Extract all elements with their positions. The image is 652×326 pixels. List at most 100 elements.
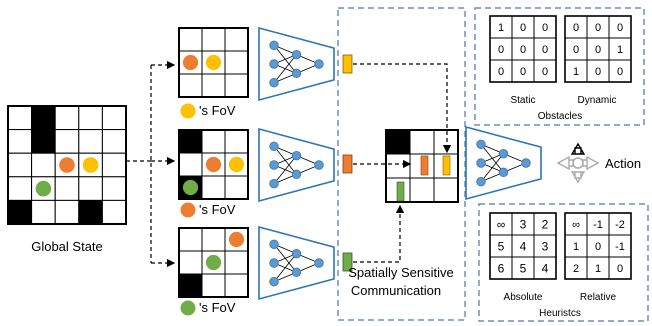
matrix-value: -2 [615, 219, 625, 231]
wall-cell [31, 129, 56, 154]
grid-cell [433, 177, 459, 203]
grid-cell [7, 152, 33, 178]
grid-cell [224, 250, 249, 275]
obstacles-dynamic-label: Dynamic [578, 95, 617, 106]
obstacles-static-label: Static [510, 95, 535, 106]
heuristics-panel [478, 203, 649, 322]
matrix-value: 1 [573, 241, 579, 253]
fov-grid-green-agent [178, 227, 249, 298]
placed-feature-orange [420, 155, 429, 176]
arrow-left-icon [556, 155, 574, 171]
matrix-value: -1 [593, 219, 603, 231]
grid-cell [201, 273, 226, 298]
encoder-network-2 [258, 127, 335, 203]
matrix-value: 3 [542, 239, 549, 253]
network-node [314, 160, 324, 170]
global-state-grid [7, 105, 127, 225]
grid-cell [201, 129, 226, 154]
matrix-value: 0 [595, 44, 601, 56]
heuristics-absolute-label: Absolute [504, 292, 543, 303]
grid-cell [7, 105, 33, 131]
network-edge [480, 153, 504, 182]
matrix-value: 0 [595, 66, 601, 78]
grid-cell [78, 129, 103, 154]
grid-cell [433, 129, 459, 155]
grid-cell [201, 175, 226, 200]
network-edge [273, 54, 297, 83]
feature-vector-orange [342, 154, 353, 174]
network-node [291, 49, 302, 60]
wall-cell [78, 199, 103, 225]
agent-dot [182, 179, 199, 196]
matrix-value: 0 [520, 44, 526, 56]
agent-dot [205, 254, 222, 271]
encoder-network-3 [258, 225, 335, 301]
agent-dot [82, 157, 99, 173]
matrix-value: 0 [617, 22, 623, 34]
matrix-value: 0 [498, 66, 504, 78]
matrix-value: 5 [498, 239, 505, 253]
matrix-value: 0 [498, 44, 504, 56]
matrix-value: 1 [498, 22, 504, 34]
global-to-fov-arrows [126, 60, 176, 268]
matrix-value: -1 [615, 241, 625, 253]
fov-grid-yellow-agent [178, 27, 249, 98]
grid-cell [224, 50, 249, 75]
grid-cell [101, 176, 127, 201]
grid-cell [178, 27, 203, 52]
grid-cell [7, 176, 33, 201]
grid-cell [31, 152, 56, 178]
agent-dot [205, 54, 222, 71]
matrix-border [564, 15, 632, 83]
matrix-border [489, 212, 557, 280]
wall-cell [385, 129, 411, 155]
network-node [269, 258, 279, 268]
network-node [291, 169, 302, 180]
grid-cell [178, 73, 203, 98]
communication-arrows [353, 63, 452, 263]
grid-cell [224, 175, 249, 200]
fov-label-yellow: 's FoV [180, 103, 236, 119]
grid-border [178, 27, 249, 98]
fov-label-text: 's FoV [199, 202, 236, 217]
arrow-down-icon [570, 171, 586, 184]
grid-cell [178, 152, 203, 177]
green-agent-dot [180, 300, 196, 316]
grid-cell [201, 227, 226, 252]
network-node [291, 68, 302, 79]
network-node [291, 248, 302, 259]
grid-cell [178, 227, 203, 252]
communication-label-line2: Communication [351, 283, 441, 298]
network-node [291, 150, 302, 161]
matrix-value: 1 [617, 44, 623, 56]
fov-label-text: 's FoV [199, 103, 236, 118]
wall-cell [31, 105, 56, 131]
agent-dot [228, 156, 245, 173]
grid-border [385, 129, 459, 203]
agent-dot [35, 180, 52, 197]
placed-feature-green [396, 181, 405, 202]
matrix-value: 2 [573, 263, 579, 275]
heuristics-relative-label: Relative [580, 292, 617, 303]
fov-label-orange: 's FoV [180, 202, 236, 218]
heuristics-title: Heuristcs [539, 308, 581, 319]
matrix-value: 0 [573, 44, 579, 56]
matrix-value: 2 [542, 217, 549, 231]
network-edge [273, 253, 297, 282]
network-node [269, 59, 279, 69]
matrix-border [489, 15, 557, 83]
network-node [476, 177, 486, 187]
network-node [269, 179, 279, 189]
matrix-value: 0 [617, 263, 623, 275]
grid-cell [178, 250, 203, 275]
network-edge [273, 155, 297, 184]
matrix-value: 5 [520, 261, 527, 275]
matrix-value: 0 [573, 22, 579, 34]
matrix-value: 0 [542, 44, 548, 56]
obstacles-title: Obstacles [538, 111, 582, 122]
grid-cell [201, 73, 226, 98]
grid-cell [54, 176, 80, 201]
matrix-value: 6 [498, 261, 505, 275]
fov-label-text: 's FoV [199, 300, 236, 315]
